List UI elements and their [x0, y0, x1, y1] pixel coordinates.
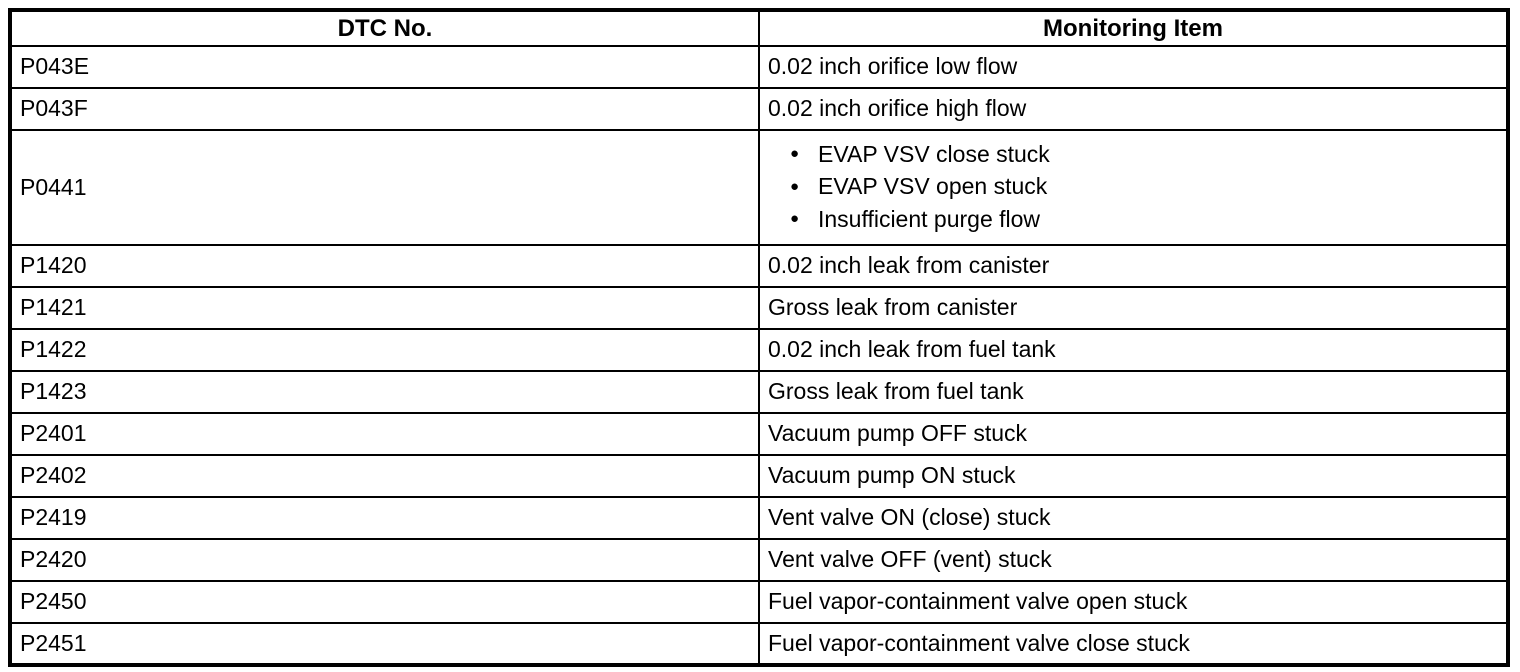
dtc-cell: P2450: [9, 580, 760, 625]
bullet-icon: ●: [790, 145, 800, 163]
bullet-icon: ●: [790, 177, 800, 195]
dtc-cell: P1421: [9, 286, 760, 331]
column-header-dtc-no: DTC No.: [9, 9, 760, 47]
monitoring-item-cell: Vent valve OFF (vent) stuck: [758, 538, 1509, 583]
table-header: DTC No. Monitoring Item: [9, 9, 1509, 47]
bullet-item: ● EVAP VSV close stuck: [768, 139, 1500, 171]
monitoring-item-cell: 0.02 inch leak from fuel tank: [758, 328, 1509, 373]
bullet-item-text: EVAP VSV close stuck: [818, 141, 1050, 167]
monitoring-item-cell: 0.02 inch orifice low flow: [758, 45, 1509, 89]
bullet-item-text: EVAP VSV open stuck: [818, 173, 1048, 200]
monitoring-item-cell: Fuel vapor-containment valve close stuck: [758, 622, 1509, 667]
dtc-cell: P2451: [9, 622, 760, 667]
monitoring-item-cell: 0.02 inch orifice high flow: [758, 87, 1509, 131]
dtc-cell: P2402: [9, 454, 760, 499]
dtc-cell: P1422: [9, 328, 760, 373]
monitoring-item-cell: Vent valve ON (close) stuck: [758, 496, 1509, 541]
bullet-item: ● EVAP VSV open stuck: [768, 171, 1500, 203]
dtc-cell: P1423: [9, 370, 760, 415]
monitoring-item-cell: Vacuum pump ON stuck: [758, 454, 1509, 499]
dtc-cell: P0441: [9, 128, 760, 247]
table-row: P0441 ● EVAP VSV close stuck ● EVAP VSV open…: [9, 128, 1509, 247]
dtc-cell: P043F: [9, 87, 760, 131]
monitoring-item-cell: Gross leak from canister: [758, 286, 1509, 331]
monitoring-item-cell: Vacuum pump OFF stuck: [758, 412, 1509, 457]
monitoring-item-cell: 0.02 inch leak from canister: [758, 244, 1509, 289]
header-row: DTC No. Monitoring Item: [9, 9, 1509, 47]
dtc-cell: P1420: [9, 244, 760, 289]
dtc-cell: P2420: [9, 538, 760, 583]
bullet-icon: ●: [790, 210, 800, 228]
bullet-item: ● Insufficient purge flow: [768, 204, 1500, 236]
column-header-monitoring-item: Monitoring Item: [758, 9, 1509, 47]
monitoring-item-cell: Gross leak from fuel tank: [758, 370, 1509, 415]
monitoring-item-cell: Fuel vapor-containment valve open stuck: [758, 580, 1509, 625]
bullet-item-text: Insufficient purge flow: [818, 205, 1041, 232]
dtc-cell: P043E: [9, 45, 760, 89]
dtc-cell: P2401: [9, 412, 760, 457]
monitoring-item-cell: ● EVAP VSV close stuck ● EVAP VSV open stuc…: [758, 128, 1509, 247]
dtc-cell: P2419: [9, 496, 760, 541]
